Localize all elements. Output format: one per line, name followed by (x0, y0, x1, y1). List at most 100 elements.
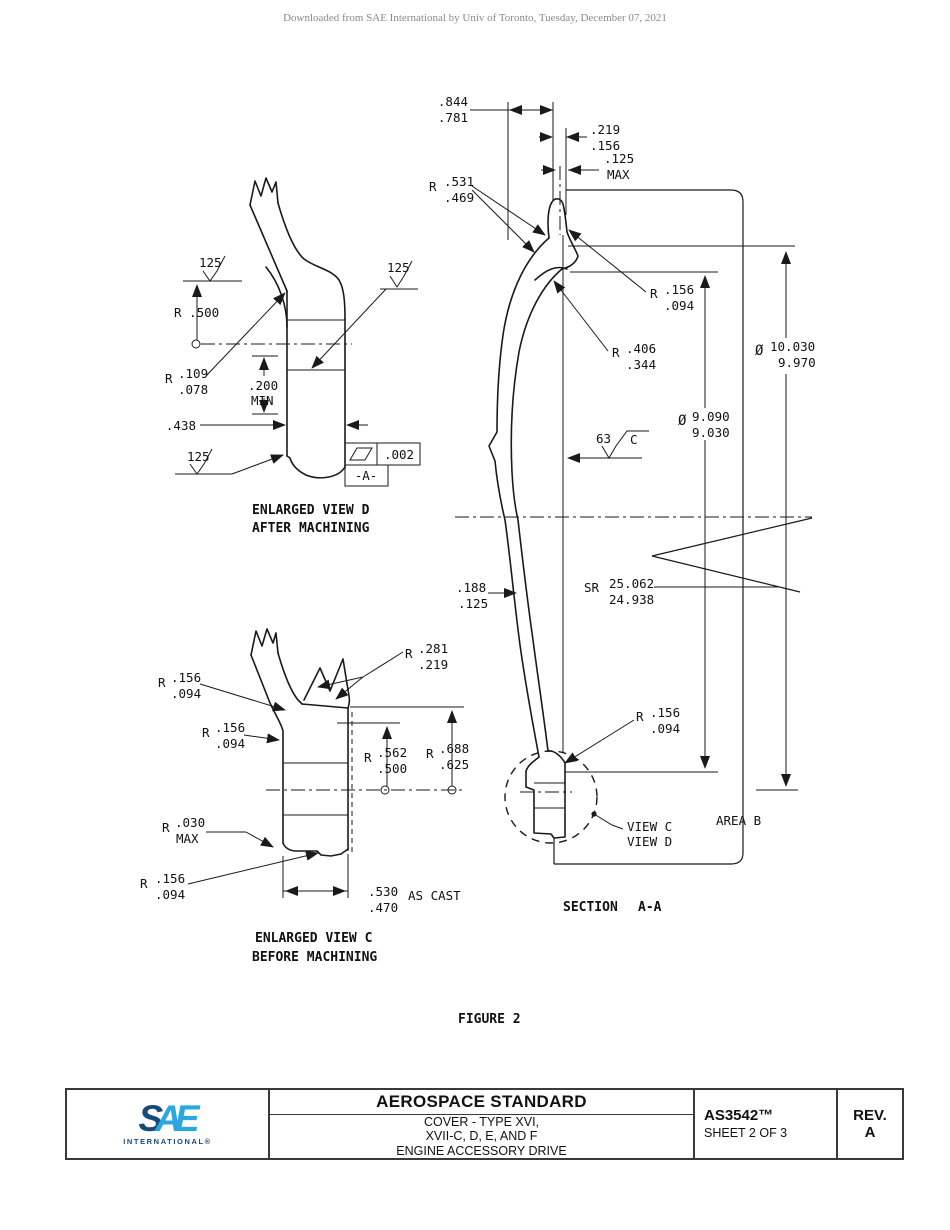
svg-text:.156: .156 (215, 720, 245, 735)
viewc-dim-r156c: R .156 .094 (140, 850, 319, 902)
break-zigzag (651, 517, 813, 593)
svg-text:.125: .125 (604, 151, 634, 166)
svg-text:.078: .078 (178, 382, 208, 397)
svg-text:R: R (650, 286, 658, 301)
title-block-doc-cell: AS3542™ SHEET 2 OF 3 (695, 1090, 838, 1158)
svg-text:.530: .530 (368, 884, 398, 899)
enlarged-view-d: 125 R .500 125 R .109 .078 (165, 177, 421, 536)
dim-flange-width: .844 .781 (438, 94, 553, 125)
section-top-rim (547, 198, 579, 270)
svg-text:R: R (140, 876, 148, 891)
dim-lip-offset: .125 MAX (541, 151, 634, 182)
document-title-line2: XVII-C, D, E, AND F (425, 1129, 538, 1143)
svg-text:24.938: 24.938 (609, 592, 654, 607)
svg-text:.156: .156 (664, 282, 694, 297)
viewd-dim-438: .438 (166, 418, 368, 433)
svg-text:Ø: Ø (755, 343, 764, 359)
revision-value: A (864, 1124, 876, 1141)
viewc-wall-right (277, 652, 303, 705)
svg-text:.156: .156 (650, 705, 680, 720)
svg-text:.219: .219 (590, 122, 620, 137)
sae-logo: SAE INTERNATIONAL® (123, 1100, 212, 1146)
viewd-wall-right (277, 202, 346, 320)
viewc-bottom-edge (282, 842, 349, 857)
viewd-title: ENLARGED VIEW D (252, 503, 370, 518)
figure-2-drawing: .844 .781 .219 .156 .125 MAX (140, 94, 816, 1027)
surface-finish-63-symbol: 63 C (567, 430, 649, 463)
view-cd-callout: VIEW C VIEW D (591, 811, 672, 849)
enlarged-view-c: R .281 .219 R .156 .094 R .156 .094 (140, 628, 469, 965)
viewd-finish-3: 125 (175, 448, 284, 475)
svg-text:.094: .094 (215, 736, 245, 751)
svg-text:R: R (636, 709, 644, 724)
document-title-line3: ENGINE ACCESSORY DRIVE (396, 1143, 567, 1158)
svg-text:.469: .469 (444, 190, 474, 205)
area-b-label: AREA B (716, 813, 761, 828)
viewc-dim-r281: R .281 .219 (317, 641, 448, 700)
viewc-break-jag (250, 628, 279, 656)
svg-text:R: R (158, 675, 166, 690)
section-inner-wall (510, 268, 563, 752)
svg-text:.094: .094 (650, 721, 680, 736)
svg-text:.156: .156 (590, 138, 620, 153)
svg-text:Ø: Ø (678, 413, 687, 429)
svg-text:63: 63 (596, 431, 611, 446)
dim-r-rim-top: R .156 .094 (568, 229, 694, 313)
viewd-dim-r109: R .109 .078 (165, 292, 286, 397)
viewd-wall-left (249, 204, 288, 292)
svg-text:.281: .281 (418, 641, 448, 656)
svg-text:.156: .156 (171, 670, 201, 685)
revision-label: REV. (853, 1107, 887, 1124)
svg-text:.500: .500 (377, 761, 407, 776)
sae-logo-s: S (138, 1098, 163, 1139)
viewd-cast-curve (265, 266, 288, 328)
svg-text:R: R (429, 179, 437, 194)
section-rim-fillet (534, 266, 568, 281)
document-title: COVER - TYPE XVI, XVII-C, D, E, AND F EN… (270, 1115, 693, 1159)
svg-text:.188: .188 (456, 580, 486, 595)
viewc-title: ENLARGED VIEW C (255, 931, 372, 946)
svg-text:.219: .219 (418, 657, 448, 672)
viewd-bottom-tail (286, 455, 346, 479)
svg-text:R: R (165, 371, 173, 386)
svg-text:R: R (426, 746, 434, 761)
svg-text:.125: .125 (458, 596, 488, 611)
svg-text:VIEW C: VIEW C (627, 819, 672, 834)
svg-text:125: 125 (199, 255, 222, 270)
viewd-dim-200min: .200 MIN (248, 355, 278, 415)
svg-text:.531: .531 (444, 174, 474, 189)
viewd-break-jag (249, 177, 279, 206)
svg-text:.781: .781 (438, 110, 468, 125)
svg-text:.156: .156 (155, 871, 185, 886)
svg-text:.094: .094 (664, 298, 694, 313)
title-block-rev-cell: REV. A (838, 1090, 902, 1158)
viewc-top-face (301, 703, 349, 709)
dim-inner-diameter: Ø 9.090 9.030 (678, 275, 730, 769)
svg-text:AS CAST: AS CAST (408, 888, 461, 903)
viewc-dim-r156b: R .156 .094 (202, 720, 280, 751)
section-aa-label: A-A (638, 900, 662, 915)
viewd-flatness-frame: .002 -A- (344, 442, 421, 487)
viewc-dim-r030: R .030 MAX (162, 815, 274, 848)
svg-text:.200: .200 (248, 378, 278, 393)
viewd-subtitle: AFTER MACHINING (252, 521, 370, 536)
svg-text:R: R (162, 820, 170, 835)
sae-logo-a: A (155, 1098, 182, 1139)
svg-text:VIEW D: VIEW D (627, 834, 672, 849)
viewc-stub-fork (303, 658, 351, 709)
dim-spherical-radius: SR 25.062 24.938 (584, 576, 778, 607)
svg-text:9.030: 9.030 (692, 425, 730, 440)
viewd-finish-1: 125 (199, 255, 226, 282)
viewd-center-mark (191, 339, 201, 349)
svg-text:.094: .094 (155, 887, 185, 902)
dim-lip-width: .219 .156 (539, 122, 620, 153)
dim-outer-diameter: Ø 10.030 9.970 (755, 251, 816, 787)
document-title-line1: COVER - TYPE XVI, (423, 1114, 540, 1129)
area-b-boundary (554, 189, 744, 865)
viewd-finish-2: 125 (311, 260, 418, 369)
svg-text:.562: .562 (377, 745, 407, 760)
viewc-subtitle: BEFORE MACHINING (252, 950, 377, 965)
svg-text:R: R (405, 646, 413, 661)
svg-text:10.030: 10.030 (770, 339, 815, 354)
